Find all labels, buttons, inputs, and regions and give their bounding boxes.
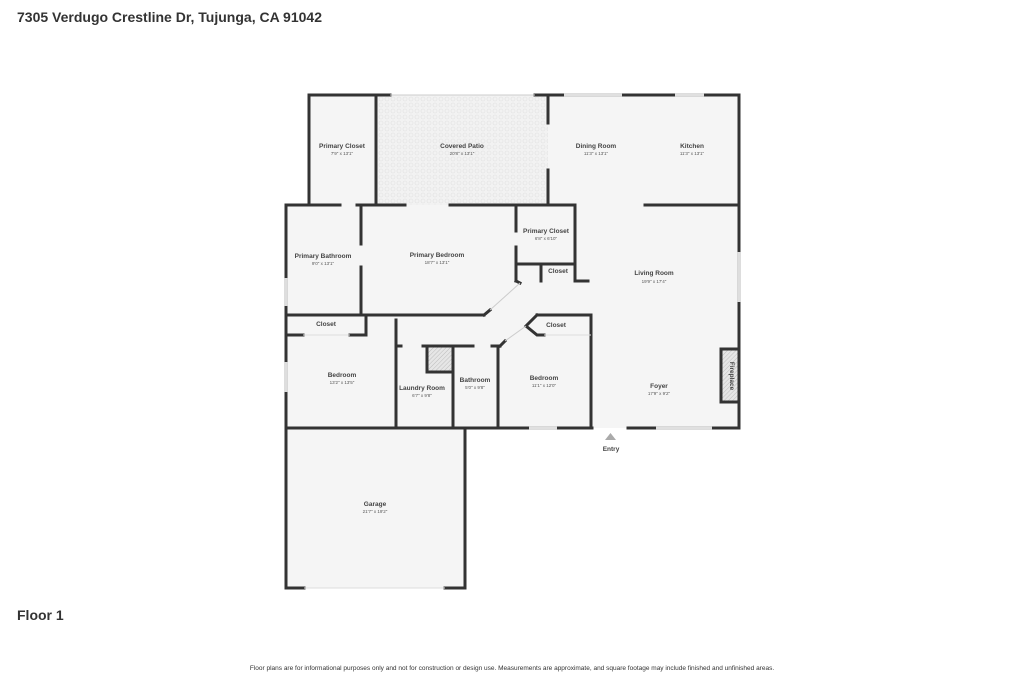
- floor-label: Floor 1: [17, 607, 64, 623]
- room-closet-1: Closet: [548, 268, 569, 275]
- room-foyer: Foyer: [650, 383, 668, 390]
- svg-text:6'7" x 9'8": 6'7" x 9'8": [412, 393, 432, 398]
- svg-text:20'8" x 13'1": 20'8" x 13'1": [450, 151, 475, 156]
- room-bedroom-1: Bedroom: [328, 372, 357, 379]
- svg-text:7'9" x 13'1": 7'9" x 13'1": [331, 151, 354, 156]
- room-bathroom: Bathroom: [460, 377, 491, 384]
- room-closet-3: Closet: [546, 322, 567, 329]
- svg-text:18'7" x 13'1": 18'7" x 13'1": [425, 260, 450, 265]
- room-bedroom-2: Bedroom: [530, 375, 559, 382]
- fireplace-label: Fireplace: [728, 362, 735, 391]
- svg-text:11'1" x 12'0": 11'1" x 12'0": [532, 383, 557, 388]
- disclaimer: Floor plans are for informational purpos…: [249, 665, 775, 672]
- room-garage: Garage: [364, 501, 387, 508]
- svg-text:6'8" x 6'10": 6'8" x 6'10": [535, 236, 558, 241]
- entry-arrow-icon: [605, 433, 616, 440]
- room-primary-closet-2: Primary Closet: [523, 228, 570, 235]
- room-primary-closet-1: Primary Closet: [319, 143, 366, 150]
- svg-text:11'3" x 13'1": 11'3" x 13'1": [584, 151, 609, 156]
- room-labels: Primary Closet 7'9" x 13'1" Covered Pati…: [295, 143, 735, 514]
- property-address: 7305 Verdugo Crestline Dr, Tujunga, CA 9…: [17, 9, 322, 25]
- svg-text:11'3" x 13'1": 11'3" x 13'1": [680, 151, 705, 156]
- room-dining-room: Dining Room: [576, 143, 617, 150]
- windows: [284, 93, 741, 589]
- floor-fill: [286, 95, 739, 588]
- svg-text:17'9" x 9'2": 17'9" x 9'2": [648, 391, 671, 396]
- room-primary-bathroom: Primary Bathroom: [295, 253, 352, 260]
- room-covered-patio: Covered Patio: [440, 143, 484, 150]
- entry-label: Entry: [603, 446, 620, 453]
- room-laundry-room: Laundry Room: [399, 385, 445, 392]
- room-kitchen: Kitchen: [680, 143, 704, 150]
- room-primary-bedroom: Primary Bedroom: [410, 252, 465, 259]
- walls: [284, 93, 741, 590]
- svg-text:19'9" x 17'4": 19'9" x 17'4": [642, 279, 667, 284]
- room-closet-2: Closet: [316, 321, 337, 328]
- entry-marker: Entry: [603, 433, 620, 453]
- svg-text:13'2" x 13'5": 13'2" x 13'5": [330, 380, 355, 385]
- svg-text:21'7" x 19'2": 21'7" x 19'2": [363, 509, 388, 514]
- svg-text:5'0" x 9'8": 5'0" x 9'8": [465, 385, 485, 390]
- svg-text:9'0" x 13'1": 9'0" x 13'1": [312, 261, 335, 266]
- room-living-room: Living Room: [634, 270, 674, 277]
